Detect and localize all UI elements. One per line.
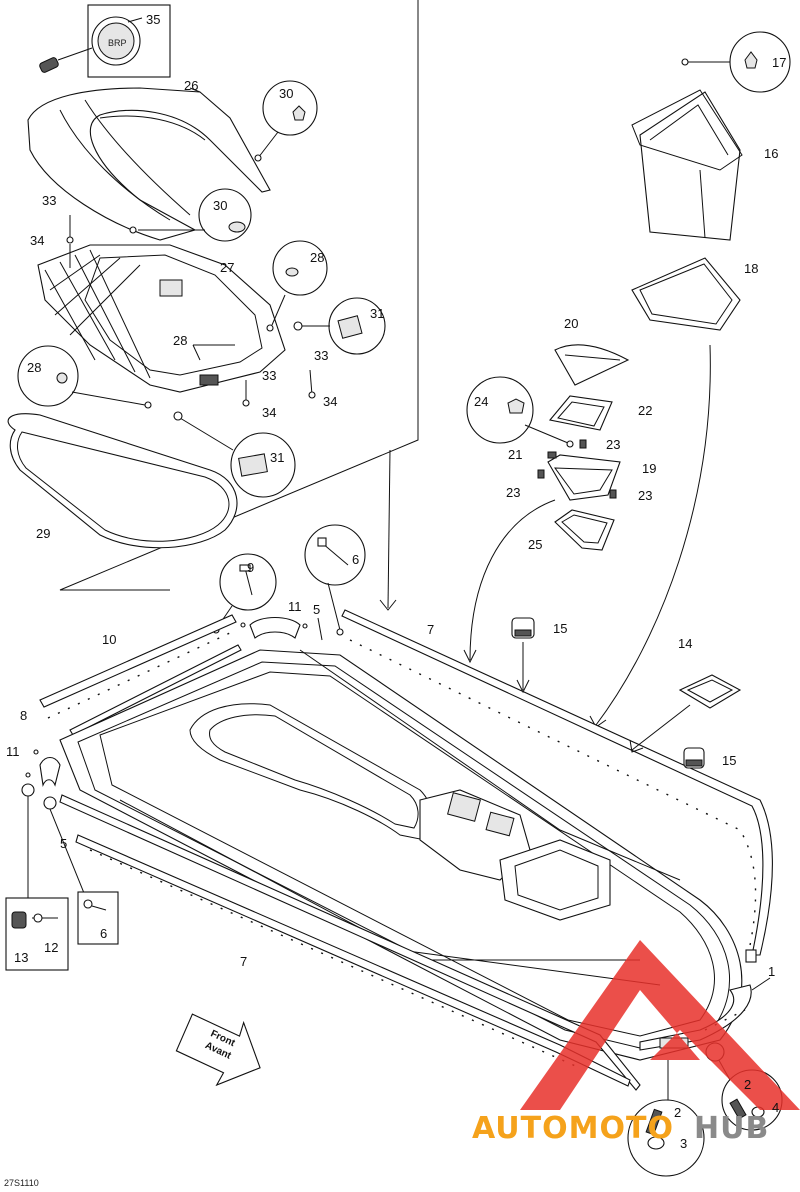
callout-33: 33 xyxy=(42,193,56,208)
svg-text:BRP: BRP xyxy=(108,38,127,48)
fastener-detail-a xyxy=(627,1060,705,1177)
glove-box-tray-part xyxy=(537,439,621,501)
reference-code: 27S1110 xyxy=(4,1178,39,1188)
glove-box-leader-arrow xyxy=(469,499,556,661)
storage-bin-part xyxy=(631,89,743,241)
hull-deck-part xyxy=(59,649,743,1061)
callout-labels: 35 26 30 30 33 34 27 28 31 28 28 33 33 3… xyxy=(6,12,786,1151)
callout-23: 23 xyxy=(606,437,620,452)
callout-28: 28 xyxy=(310,250,324,265)
leader-5a xyxy=(317,617,323,641)
bumper-leader xyxy=(751,977,771,991)
callout-19: 19 xyxy=(642,461,656,476)
screw-set-b xyxy=(242,369,316,407)
bolt-detail-a xyxy=(304,524,366,636)
callout-29: 29 xyxy=(36,526,50,541)
callout-11: 11 xyxy=(6,744,20,759)
upper-assembly-outline xyxy=(59,0,419,611)
end-cap-part-lower xyxy=(25,749,61,787)
seat-seal-part xyxy=(7,413,238,549)
bin-gasket-part xyxy=(631,257,741,331)
callout-30: 30 xyxy=(279,86,293,101)
watermark-logo xyxy=(520,940,800,1110)
callout-27: 27 xyxy=(220,260,234,275)
callout-10: 10 xyxy=(102,632,116,647)
callout-8: 8 xyxy=(20,708,27,723)
callout-14: 14 xyxy=(678,636,692,651)
callout-25: 25 xyxy=(528,537,542,552)
callout-4: 4 xyxy=(772,1100,779,1115)
callout-2: 2 xyxy=(744,1077,751,1092)
front-direction-arrow: Front Avant xyxy=(175,1013,261,1087)
callout-23: 23 xyxy=(638,488,652,503)
callout-33: 33 xyxy=(314,348,328,363)
callout-34: 34 xyxy=(262,405,276,420)
rivet-box xyxy=(5,897,69,971)
callout-9: 9 xyxy=(247,560,254,575)
callout-15: 15 xyxy=(722,753,736,768)
callout-34: 34 xyxy=(30,233,44,248)
callout-11: 11 xyxy=(288,599,302,614)
callout-31: 31 xyxy=(270,450,284,465)
retainer-detail-b xyxy=(129,188,252,242)
callout-35: 35 xyxy=(146,12,160,27)
watermark-part2: HUB xyxy=(694,1111,769,1146)
callout-22: 22 xyxy=(638,403,652,418)
callout-5: 5 xyxy=(60,836,67,851)
gauge-cluster-part: BRP xyxy=(87,4,171,78)
bin-leader-arrow xyxy=(595,344,711,726)
grommet-leader xyxy=(192,344,235,361)
callout-28: 28 xyxy=(27,360,41,375)
glove-box-seal-part xyxy=(554,509,615,551)
clip-detail-a xyxy=(293,297,386,355)
callout-24: 24 xyxy=(474,394,488,409)
callout-23: 23 xyxy=(506,485,520,500)
callout-30: 30 xyxy=(213,198,227,213)
seat-frame-part xyxy=(37,244,286,393)
vent-part-upper xyxy=(511,617,535,694)
latch-detail xyxy=(466,376,574,448)
top-cover-part xyxy=(27,87,271,241)
callout-12: 12 xyxy=(44,940,58,955)
callout-26: 26 xyxy=(184,78,198,93)
vent-part-lower xyxy=(683,747,705,769)
callout-3: 3 xyxy=(680,1136,687,1151)
callout-21: 21 xyxy=(508,447,522,462)
callout-33: 33 xyxy=(262,368,276,383)
screw-set-a xyxy=(66,215,74,268)
callout-34: 34 xyxy=(323,394,337,409)
retainer-detail-a xyxy=(254,80,318,162)
callout-1: 1 xyxy=(768,964,775,979)
glove-box-gasket-part xyxy=(548,395,613,431)
callout-20: 20 xyxy=(564,316,578,331)
cap-detail xyxy=(681,31,791,93)
bolt-box xyxy=(77,891,119,945)
callout-6: 6 xyxy=(352,552,359,567)
watermark-part1: AUTOMOTO xyxy=(472,1111,674,1146)
callout-7: 7 xyxy=(427,622,434,637)
callout-18: 18 xyxy=(744,261,758,276)
clip-detail-b xyxy=(173,411,296,498)
callout-28: 28 xyxy=(173,333,187,348)
side-trim-left-upper xyxy=(39,614,237,719)
ignition-key-part xyxy=(39,47,93,73)
grommet-detail-a xyxy=(266,240,328,332)
side-rub-rail-right xyxy=(341,609,773,963)
callout-31: 31 xyxy=(370,306,384,321)
access-plate-part xyxy=(629,674,742,753)
glove-box-lid-part xyxy=(554,344,630,386)
callout-2: 2 xyxy=(674,1105,681,1120)
callout-6: 6 xyxy=(100,926,107,941)
side-trim-left-lower xyxy=(69,644,242,736)
rivet-leaders xyxy=(21,783,87,899)
callout-7: 7 xyxy=(240,954,247,969)
callout-5: 5 xyxy=(313,602,320,617)
end-cap-part-upper xyxy=(240,616,308,639)
callout-15: 15 xyxy=(553,621,567,636)
callout-13: 13 xyxy=(14,950,28,965)
grommet-detail-b xyxy=(17,345,152,409)
callout-17: 17 xyxy=(772,55,786,70)
callout-16: 16 xyxy=(764,146,778,161)
